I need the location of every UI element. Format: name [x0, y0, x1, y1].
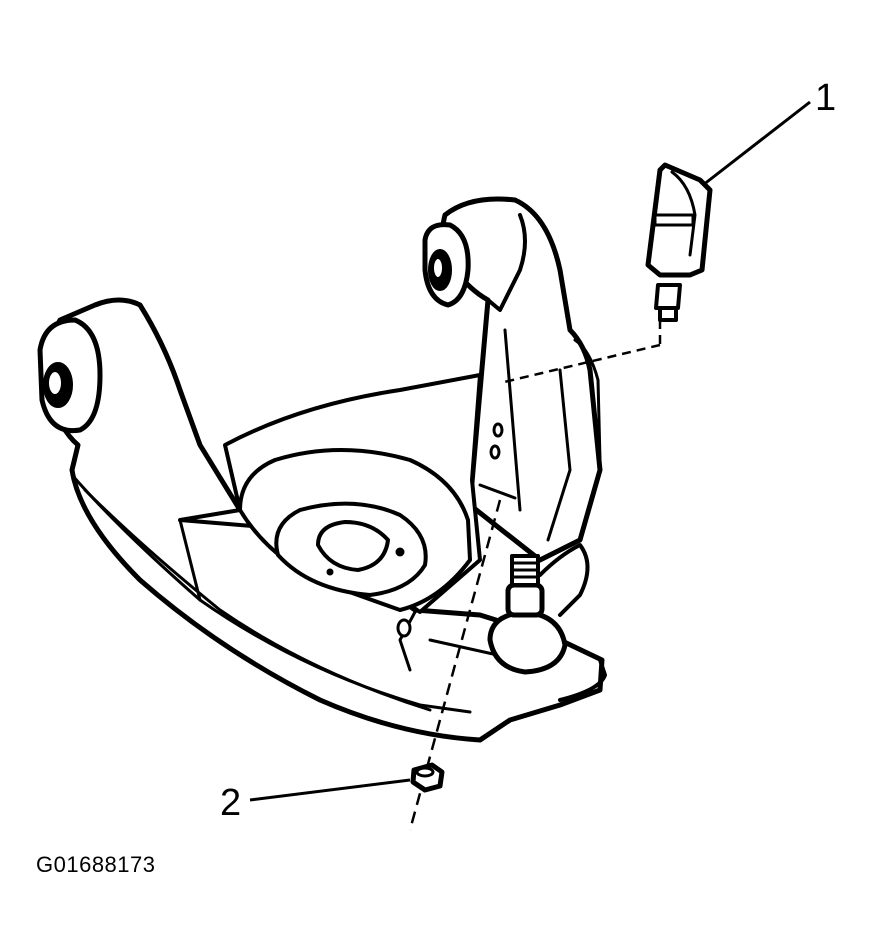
- sensor-guide-line-diagonal: [499, 343, 661, 385]
- nut: [410, 762, 445, 793]
- callout-2-leader: [249, 778, 411, 802]
- upper-control-arm: [37, 196, 607, 743]
- callout-1-leader: [702, 100, 811, 187]
- figure-id: G01688173: [36, 852, 156, 877]
- sensor-assembly: [645, 162, 713, 322]
- callout-2-label: 2: [220, 782, 241, 824]
- callout-1-label: 1: [815, 77, 836, 119]
